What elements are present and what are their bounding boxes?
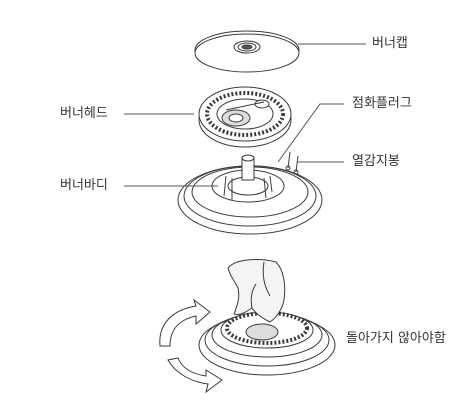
hand-illustration — [227, 259, 286, 323]
burner-body-part — [177, 151, 323, 235]
label-burner-cap: 버너캡 — [372, 36, 408, 51]
label-burner-body: 버너바디 — [60, 178, 108, 193]
label-burner-head: 버너헤드 — [60, 106, 108, 121]
leader-ignition-plug — [277, 103, 344, 163]
label-ignition-plug: 점화플러그 — [352, 96, 412, 111]
rotation-arrow-top — [159, 298, 211, 347]
label-thermocouple: 열감지봉 — [352, 154, 400, 169]
label-rotation-note: 돌아가지 않아야함 — [346, 331, 446, 346]
leader-lines — [124, 43, 366, 187]
burner-cap-part — [194, 30, 300, 73]
assembled-burner-part — [198, 311, 336, 376]
rotation-arrow-bottom — [167, 357, 223, 394]
burner-head-part — [198, 86, 292, 148]
